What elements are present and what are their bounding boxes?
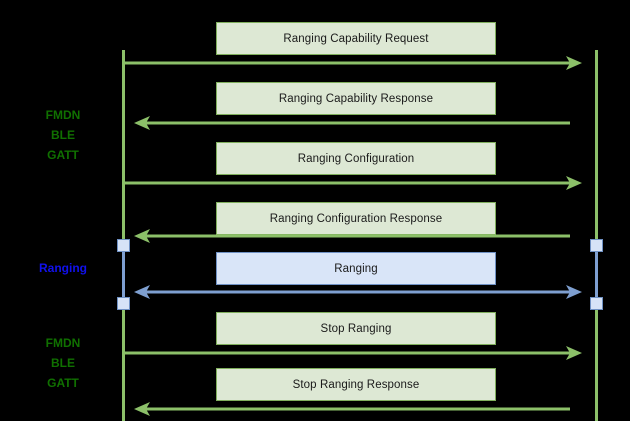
phase-label-ranging: Ranging bbox=[39, 261, 87, 275]
message-box-ranging-capability-response[interactable]: Ranging Capability Response bbox=[216, 82, 496, 115]
lifeline-left bbox=[122, 50, 125, 421]
message-arrow-ranging-capability-request[interactable] bbox=[122, 55, 582, 71]
message-arrow-ranging-capability-response[interactable] bbox=[134, 115, 570, 131]
activation-segment-left bbox=[122, 245, 125, 303]
activation-segment-right bbox=[595, 245, 598, 303]
activation-node-right-top[interactable] bbox=[590, 239, 603, 252]
message-box-ranging-configuration-response[interactable]: Ranging Configuration Response bbox=[216, 202, 496, 235]
message-arrow-ranging-configuration[interactable] bbox=[122, 175, 582, 191]
message-box-ranging-capability-request[interactable]: Ranging Capability Request bbox=[216, 22, 496, 55]
activation-node-left-top[interactable] bbox=[117, 239, 130, 252]
message-arrow-stop-ranging-response[interactable] bbox=[134, 401, 570, 417]
message-box-ranging-configuration[interactable]: Ranging Configuration bbox=[216, 142, 496, 175]
message-arrow-ranging-configuration-response[interactable] bbox=[134, 228, 570, 244]
activation-node-left-bottom[interactable] bbox=[117, 297, 130, 310]
message-arrow-stop-ranging[interactable] bbox=[122, 345, 582, 361]
lifeline-right bbox=[595, 50, 598, 421]
message-box-ranging[interactable]: Ranging bbox=[216, 252, 496, 285]
activation-node-right-bottom[interactable] bbox=[590, 297, 603, 310]
message-box-stop-ranging-response[interactable]: Stop Ranging Response bbox=[216, 368, 496, 401]
message-arrow-ranging[interactable] bbox=[134, 284, 582, 300]
message-box-stop-ranging[interactable]: Stop Ranging bbox=[216, 312, 496, 345]
phase-label-fmdn-ble-gatt-bottom: FMDN BLE GATT bbox=[45, 336, 81, 390]
phase-label-fmdn-ble-gatt-top: FMDN BLE GATT bbox=[45, 108, 81, 162]
